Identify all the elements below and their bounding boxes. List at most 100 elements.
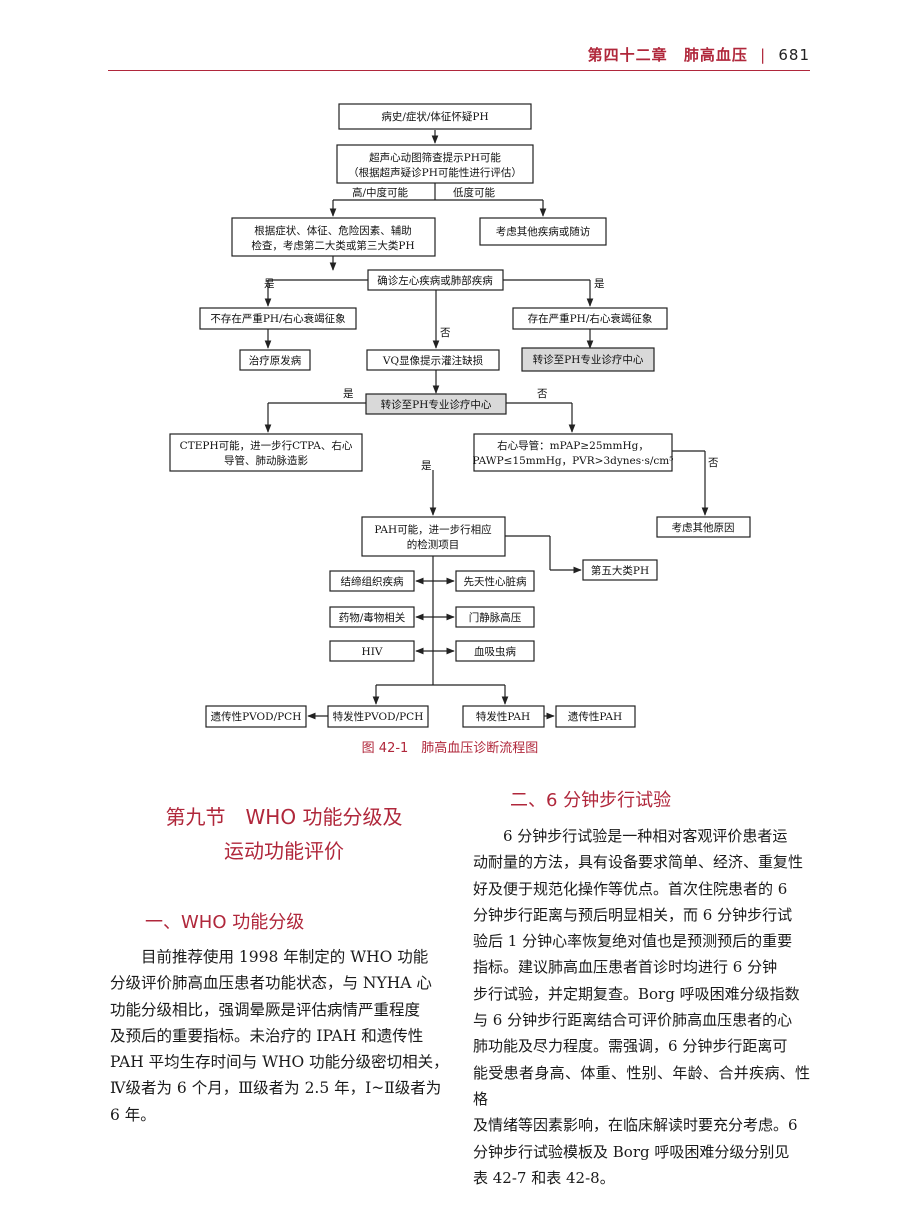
- box-other-cause-text: 考虑其他原因: [672, 521, 735, 534]
- figure-caption: 图 42-1 肺高血压诊断流程图: [361, 741, 539, 756]
- 6mwt-line: 动耐量的方法，具有设备要求简单、经济、重复性: [473, 853, 804, 872]
- 6mwt-paragraph: 6 分钟步行试验是一种相对客观评价患者运 动耐量的方法，具有设备要求简单、经济、…: [473, 823, 810, 1191]
- chapter-title: 肺高血压: [683, 46, 748, 64]
- box-no-severe-text: 不存在严重PH/右心衰竭征象: [210, 312, 345, 325]
- 6mwt-line: 肺功能及尽力程度。需强调，6 分钟步行距离可: [473, 1037, 788, 1056]
- box-hereditary-pvod-text: 遗传性PVOD/PCH: [211, 710, 302, 723]
- box-severe-ph: 存在严重PH/右心衰竭征象: [512, 307, 668, 330]
- box-idiopathic-pah-text: 特发性PAH: [476, 710, 530, 723]
- who-line: Ⅳ级者为 6 个月，Ⅲ级者为 2.5 年，Ⅰ~Ⅱ级者为: [110, 1079, 442, 1098]
- who-paragraph: 目前推荐使用 1998 年制定的 WHO 功能 分级评价肺高血压患者功能状态，与…: [110, 944, 460, 1128]
- subsection-heading-who: 一、WHO 功能分级: [145, 912, 305, 933]
- box-refer-ph-center-right: 转诊至PH专业诊疗中心: [521, 347, 655, 372]
- subsection-heading-6mwt: 二、6 分钟步行试验: [510, 790, 672, 811]
- label-no-vq: 否: [440, 327, 451, 339]
- box-hereditary-pah: 遗传性PAH: [555, 705, 636, 728]
- box-group5-text: 第五大类PH: [591, 564, 649, 577]
- box-echo-line1: 超声心动图筛查提示PH可能: [369, 151, 501, 164]
- label-yes-cteph: 是: [343, 388, 354, 400]
- box-ctd: 结缔组织疾病: [329, 570, 415, 592]
- box-chd-text: 先天性心脏病: [464, 575, 527, 588]
- 6mwt-line: 分钟步行试验模板及 Borg 呼吸困难分级分别见: [473, 1142, 790, 1161]
- 6mwt-line: 及情绪等因素影响，在临床解读时要充分考虑。6: [473, 1116, 798, 1135]
- label-low: 低度可能: [453, 186, 495, 199]
- box-rhc-line1: 右心导管：mPAP≥25mmHg，: [497, 439, 649, 452]
- 6mwt-line: 指标。建议肺高血压患者首诊时均进行 6 分钟: [473, 958, 778, 977]
- label-yes-right: 是: [594, 278, 605, 290]
- box-pah-line2: 的检测项目: [407, 538, 460, 551]
- box-idiopathic-pvod-text: 特发性PVOD/PCH: [333, 710, 424, 723]
- label-yes-left: 是: [264, 278, 275, 290]
- box-no-severe-ph: 不存在严重PH/右心衰竭征象: [199, 307, 357, 330]
- flowchart: 高/中度可能 低度可能 是 是 否 是 否 是 否 病史/症状/体征怀疑PH 超…: [169, 103, 751, 728]
- box-refer-middle-text: 转诊至PH专业诊疗中心: [381, 398, 492, 411]
- box-idiopathic-pvod: 特发性PVOD/PCH: [327, 705, 429, 728]
- box-drug-toxin-text: 药物/毒物相关: [339, 611, 406, 624]
- who-line: 功能分级相比，强调晕厥是评估病情严重程度: [110, 1000, 421, 1019]
- box-other-disease-followup: 考虑其他疾病或随访: [479, 217, 607, 246]
- box-hiv: HIV: [329, 640, 415, 662]
- box-portal-hypertension: 门静脉高压: [455, 606, 535, 628]
- box-cteph-line1: CTEPH可能，进一步行CTPA、右心: [180, 439, 353, 452]
- box-hereditary-pvod: 遗传性PVOD/PCH: [205, 705, 307, 728]
- label-high-mid: 高/中度可能: [352, 186, 409, 199]
- label-yes-pah: 是: [421, 460, 432, 472]
- box-refer-right-text: 转诊至PH专业诊疗中心: [533, 353, 644, 366]
- who-line: 目前推荐使用 1998 年制定的 WHO 功能: [141, 948, 429, 966]
- box-idiopathic-pah: 特发性PAH: [462, 705, 545, 728]
- running-head: 第四十二章 肺高血压 | 681: [588, 44, 810, 65]
- box-rhc-line2: PAWP≤15mmHg，PVR>3dynes·s/cm⁵: [473, 455, 674, 467]
- who-line: 6 年。: [110, 1105, 156, 1124]
- box-severe-text: 存在严重PH/右心衰竭征象: [528, 312, 653, 325]
- 6mwt-line: 好及便于规范化操作等优点。首次住院患者的 6: [473, 879, 788, 898]
- box-cteph-line2: 导管、肺动脉造影: [224, 454, 308, 467]
- box-confirm-text: 确诊左心疾病或肺部疾病: [377, 274, 493, 287]
- box-treat-primary-text: 治疗原发病: [249, 354, 302, 367]
- box-drug-toxin: 药物/毒物相关: [329, 606, 415, 628]
- who-line: PAH 平均生存时间与 WHO 功能分级密切相关，: [110, 1053, 449, 1072]
- box-other-disease-text: 考虑其他疾病或随访: [496, 225, 591, 238]
- box-echo-screening: 超声心动图筛查提示PH可能 （根据超声疑诊PH可能性进行评估）: [336, 144, 534, 184]
- header-separator: |: [760, 46, 767, 64]
- box-group23-line1: 根据症状、体征、危险因素、辅助: [254, 224, 412, 237]
- label-no-other: 否: [708, 457, 719, 469]
- box-cteph: CTEPH可能，进一步行CTPA、右心 导管、肺动脉造影: [169, 433, 363, 472]
- box-consider-group23: 根据症状、体征、危险因素、辅助 检查，考虑第二大类或第三大类PH: [231, 217, 436, 257]
- 6mwt-line: 分钟步行距离与预后明显相关，而 6 分钟步行试: [473, 905, 793, 924]
- box-chd: 先天性心脏病: [455, 570, 535, 592]
- box-treat-primary: 治疗原发病: [239, 349, 311, 371]
- 6mwt-line: 与 6 分钟步行距离结合可评价肺高血压患者的心: [473, 1011, 793, 1030]
- who-line: 及预后的重要指标。未治疗的 IPAH 和遗传性: [110, 1026, 424, 1045]
- section-title-line1: 第九节 WHO 功能分级及: [165, 805, 403, 829]
- who-line: 分级评价肺高血压患者功能状态，与 NYHA 心: [110, 974, 432, 993]
- box-confirm-left-heart-lung: 确诊左心疾病或肺部疾病: [367, 269, 504, 291]
- box-pah-possible: PAH可能，进一步行相应 的检测项目: [361, 516, 506, 557]
- section-title-line2: 运动功能评价: [224, 839, 344, 863]
- box-vq-text: VQ显像提示灌注缺损: [382, 354, 484, 367]
- box-suspect-ph: 病史/症状/体征怀疑PH: [338, 103, 532, 130]
- box-other-cause: 考虑其他原因: [656, 516, 751, 538]
- box-hiv-text: HIV: [362, 646, 383, 658]
- 6mwt-line: 6 分钟步行试验是一种相对客观评价患者运: [503, 827, 788, 845]
- box-vq-scan: VQ显像提示灌注缺损: [366, 349, 500, 371]
- box-group23-line2: 检查，考虑第二大类或第三大类PH: [251, 239, 414, 252]
- box-rhc-criteria: 右心导管：mPAP≥25mmHg， PAWP≤15mmHg，PVR>3dynes…: [473, 433, 674, 472]
- label-no-rhc: 否: [537, 388, 548, 400]
- box-hereditary-pah-text: 遗传性PAH: [568, 710, 622, 723]
- box-schistosomiasis: 血吸虫病: [455, 640, 535, 662]
- 6mwt-line: 表 42-7 和表 42-8。: [473, 1168, 615, 1187]
- box-portal-text: 门静脉高压: [469, 611, 522, 624]
- box-group5-ph: 第五大类PH: [582, 559, 658, 581]
- box-pah-line1: PAH可能，进一步行相应: [374, 523, 492, 536]
- header-rule: [108, 70, 810, 71]
- 6mwt-line: 验后 1 分钟心率恢复绝对值也是预测预后的重要: [473, 932, 793, 951]
- 6mwt-line: 能受患者身高、体重、性别、年龄、合并疾病、性格: [473, 1063, 810, 1108]
- box-suspect-ph-text: 病史/症状/体征怀疑PH: [381, 110, 488, 123]
- 6mwt-line: 步行试验，并定期复查。Borg 呼吸困难分级指数: [473, 984, 800, 1003]
- box-ctd-text: 结缔组织疾病: [341, 575, 404, 588]
- box-schisto-text: 血吸虫病: [474, 645, 516, 658]
- box-refer-ph-center-middle: 转诊至PH专业诊疗中心: [365, 393, 507, 415]
- page-number: 681: [778, 46, 810, 64]
- box-echo-line2: （根据超声疑诊PH可能性进行评估）: [348, 166, 522, 179]
- flowchart-connectors: [264, 130, 709, 720]
